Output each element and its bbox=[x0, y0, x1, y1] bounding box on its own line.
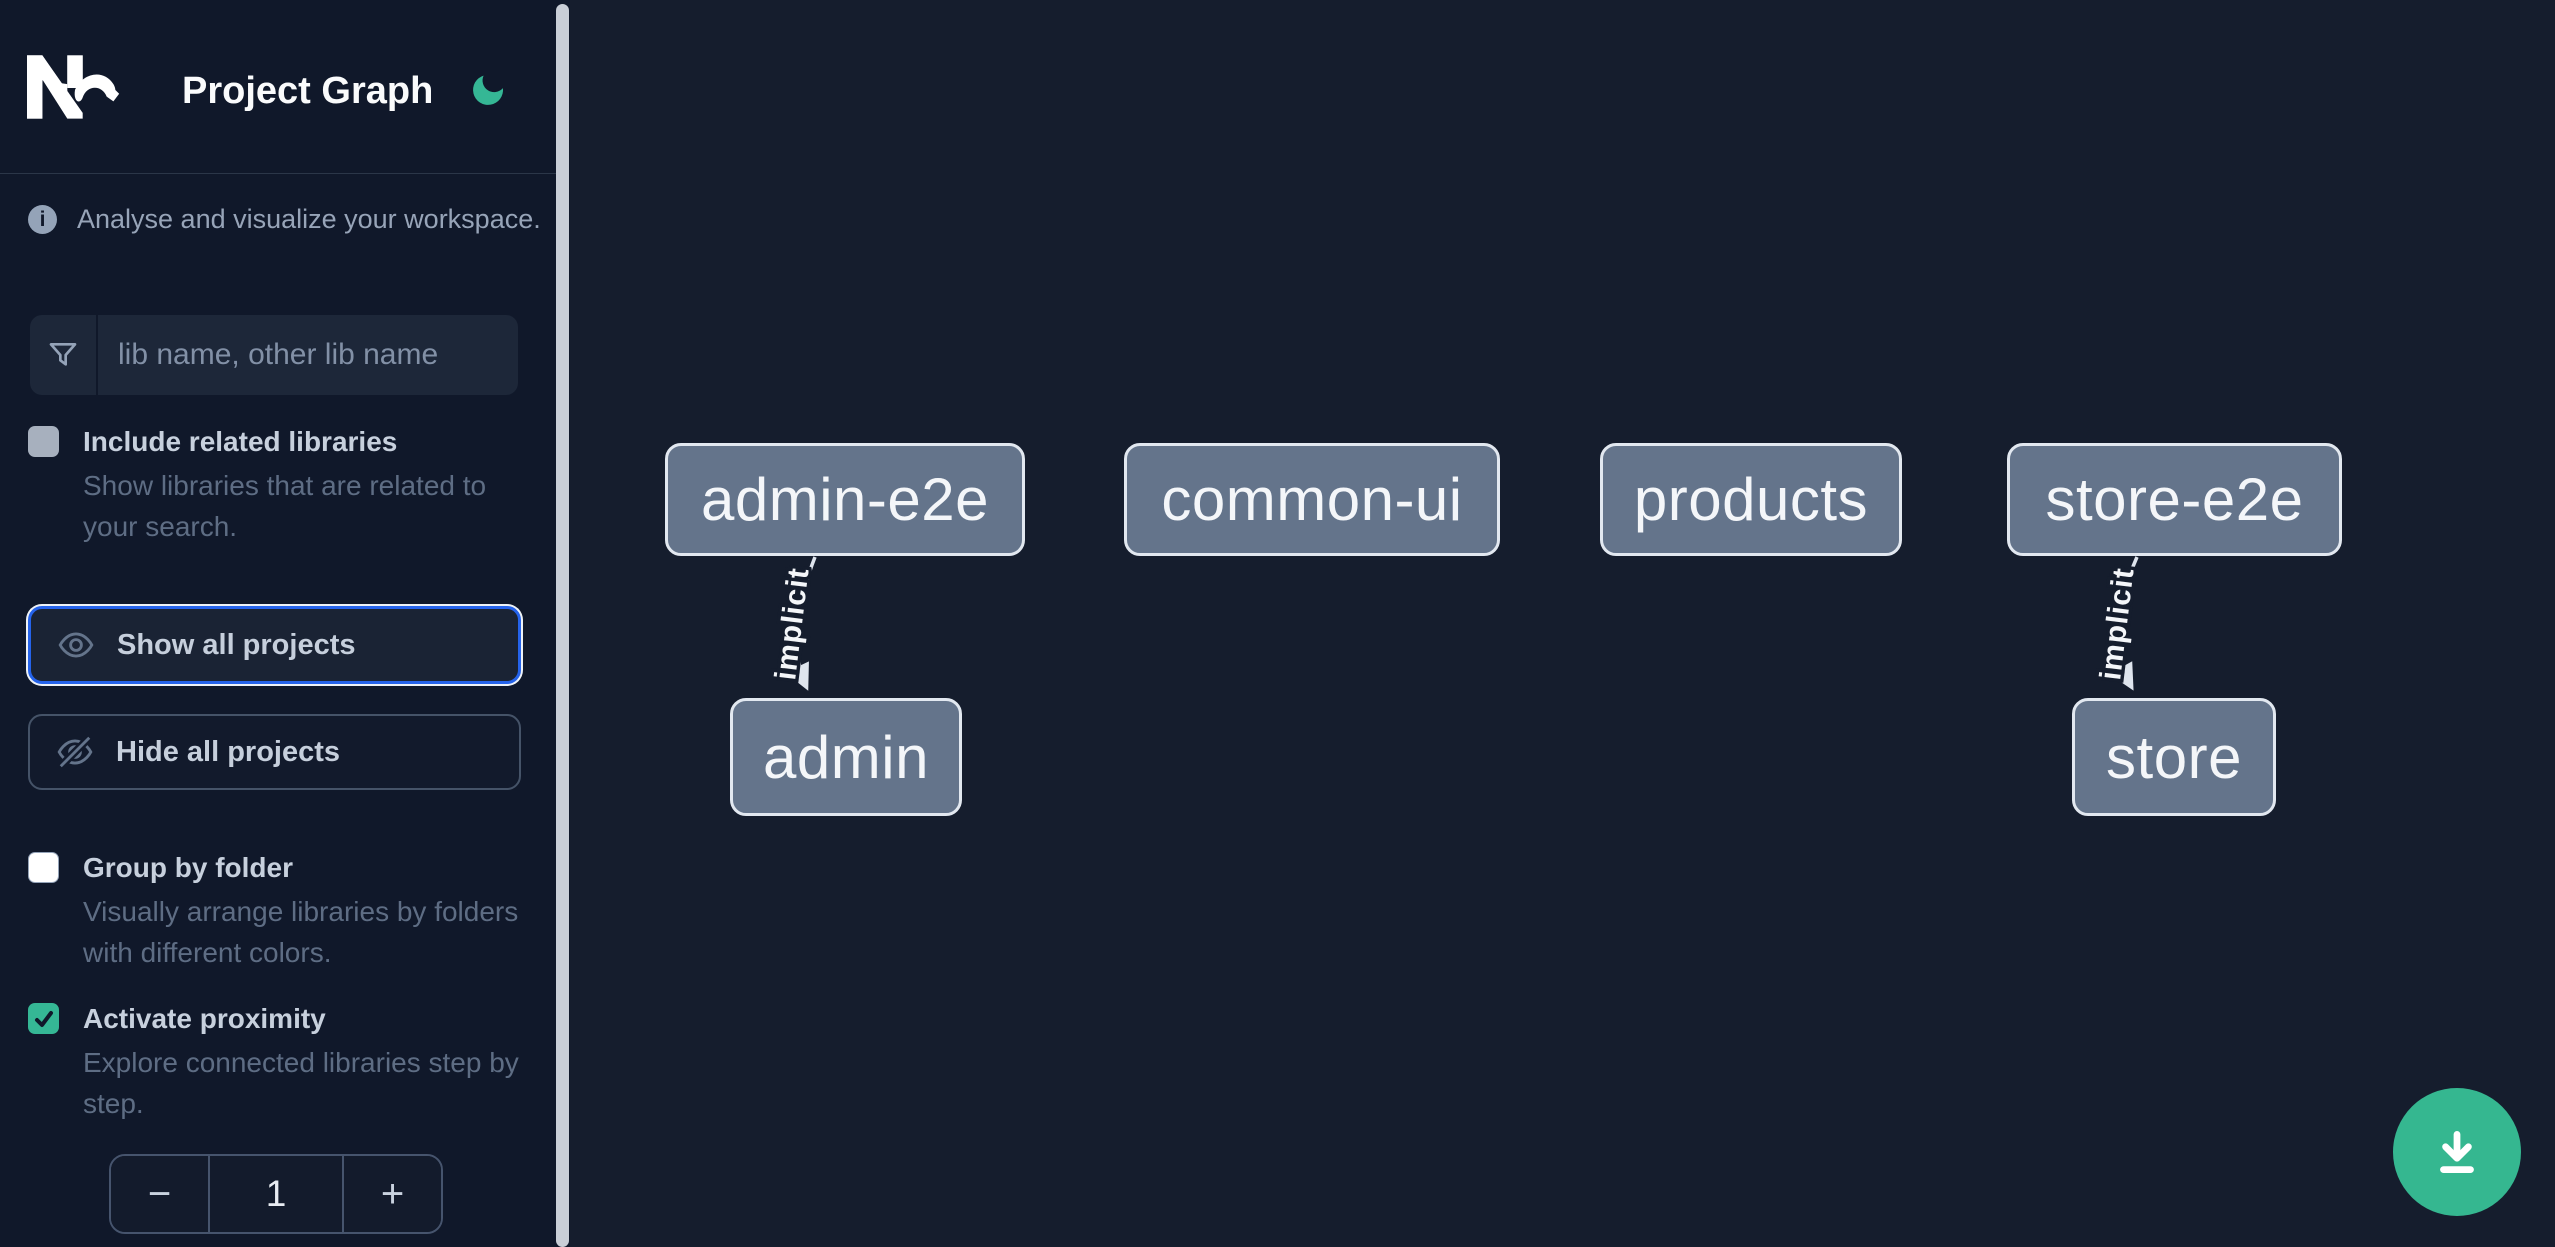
nx-logo bbox=[27, 55, 120, 119]
graph-node-admin-e2e[interactable]: admin-e2e bbox=[665, 443, 1025, 556]
sidebar-scrollbar[interactable] bbox=[556, 4, 569, 1247]
decrement-button[interactable]: − bbox=[111, 1156, 208, 1232]
hide-all-projects-button[interactable]: Hide all projects bbox=[28, 714, 521, 790]
show-all-projects-label: Show all projects bbox=[117, 628, 356, 661]
info-icon: i bbox=[28, 205, 57, 234]
activate-proximity-description: Explore connected libraries step by step… bbox=[83, 1047, 519, 1119]
increment-button[interactable]: + bbox=[344, 1156, 441, 1232]
option-activate-proximity: Activate proximity Explore connected lib… bbox=[28, 1000, 533, 1124]
include-related-label[interactable]: Include related libraries bbox=[83, 426, 398, 457]
edge-admin-e2e-admin bbox=[785, 556, 817, 691]
sidebar: Project Graph i Analyse and visualize yo… bbox=[0, 0, 570, 1247]
include-related-description: Show libraries that are related to your … bbox=[83, 470, 487, 542]
option-group-by-folder: Group by folder Visually arrange librari… bbox=[28, 849, 533, 973]
activate-proximity-checkbox[interactable] bbox=[28, 1003, 59, 1034]
proximity-depth-value: 1 bbox=[208, 1156, 344, 1232]
funnel-icon bbox=[30, 315, 98, 395]
filter-box bbox=[30, 315, 518, 395]
show-all-projects-button[interactable]: Show all projects bbox=[28, 606, 521, 684]
check-icon bbox=[34, 1010, 53, 1027]
group-by-folder-description: Visually arrange libraries by folders wi… bbox=[83, 896, 519, 968]
option-include-related: Include related libraries Show libraries… bbox=[28, 423, 533, 547]
proximity-stepper: − 1 + bbox=[109, 1154, 443, 1234]
eye-icon bbox=[58, 632, 94, 658]
sidebar-header: Project Graph bbox=[0, 0, 556, 174]
eye-off-icon bbox=[57, 734, 93, 770]
edge-store-e2e-store bbox=[2109, 556, 2139, 691]
page-title: Project Graph bbox=[182, 70, 434, 112]
group-by-folder-checkbox[interactable] bbox=[28, 852, 59, 883]
moon-icon[interactable] bbox=[468, 70, 508, 110]
graph-node-store[interactable]: store bbox=[2072, 698, 2276, 816]
graph-node-admin[interactable]: admin bbox=[730, 698, 962, 816]
intro-text: Analyse and visualize your workspace. bbox=[77, 204, 541, 234]
group-by-folder-label[interactable]: Group by folder bbox=[83, 852, 293, 883]
filter-input[interactable] bbox=[98, 315, 518, 395]
download-icon bbox=[2440, 1130, 2474, 1174]
download-graph-button[interactable] bbox=[2393, 1088, 2521, 1216]
edge-label-store-e2e-store: implicit bbox=[2094, 566, 2141, 682]
graph-node-products[interactable]: products bbox=[1600, 443, 1902, 556]
graph-node-store-e2e[interactable]: store-e2e bbox=[2007, 443, 2342, 556]
graph-node-common-ui[interactable]: common-ui bbox=[1124, 443, 1500, 556]
include-related-checkbox[interactable] bbox=[28, 426, 59, 457]
hide-all-projects-label: Hide all projects bbox=[116, 735, 341, 768]
activate-proximity-label[interactable]: Activate proximity bbox=[83, 1003, 326, 1034]
intro-row: i Analyse and visualize your workspace. bbox=[28, 204, 541, 235]
edge-label-admin-e2e-admin: implicit bbox=[769, 566, 816, 682]
